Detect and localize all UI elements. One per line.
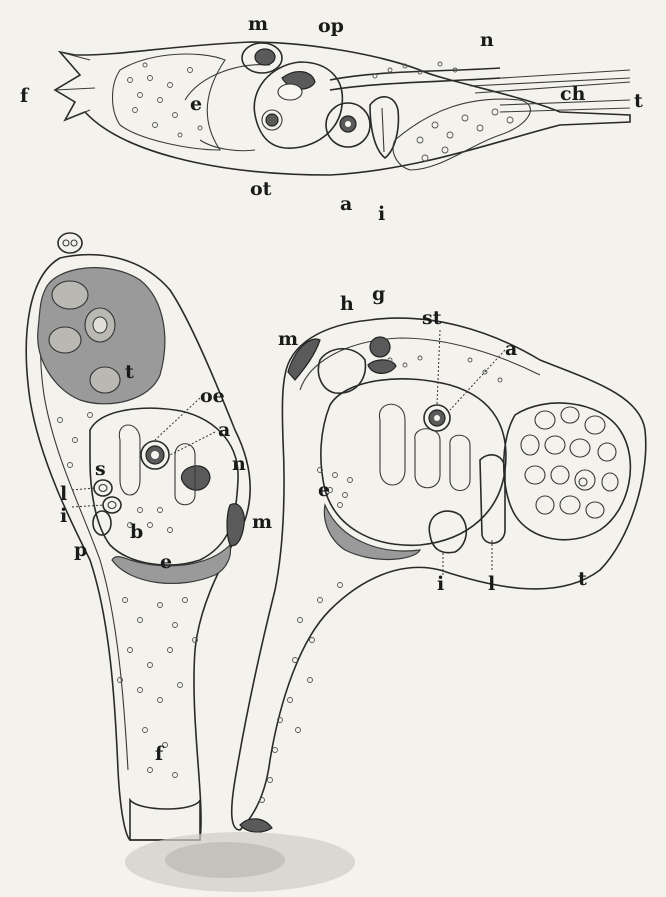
left-t-cell-4 [52, 281, 88, 309]
right-g-ganglion [370, 337, 390, 357]
top-label-e: e [190, 93, 202, 115]
top-ot-statocyst [266, 114, 278, 126]
top-m-spot [255, 49, 275, 65]
top-label-op: op [318, 15, 344, 37]
left-t-cell-3 [90, 367, 120, 393]
left-label-t: t [125, 361, 134, 383]
right-label-l: l [488, 573, 495, 595]
left-label-s: s [95, 458, 106, 480]
top-label-a: a [340, 193, 352, 215]
left-a-core [151, 451, 159, 459]
left-label-i: i [60, 505, 67, 527]
top-label-t: t [634, 90, 643, 112]
right-label-i: i [437, 573, 444, 595]
left-label-n: n [232, 453, 246, 475]
left-label-e: e [160, 551, 172, 573]
right-label-t: t [578, 568, 587, 590]
right-st-core [434, 415, 440, 421]
left-label-p: p [74, 539, 87, 561]
right-label-st: st [422, 307, 442, 329]
top-label-i: i [378, 203, 385, 225]
ink-smudge-core [165, 842, 285, 878]
left-label-l: l [60, 483, 67, 505]
top-label-ch: ch [560, 83, 586, 105]
left-label-m: m [252, 511, 272, 533]
top-op-lens [278, 84, 302, 100]
left-label-a: a [218, 419, 230, 441]
top-label-m: m [248, 13, 268, 35]
right-label-g: g [372, 283, 385, 305]
left-label-b: b [130, 521, 143, 543]
right-label-m: m [278, 328, 298, 350]
left-label-oe: oe [200, 385, 225, 407]
right-label-e: e [318, 479, 330, 501]
top-label-n: n [480, 29, 494, 51]
left-t-cell-2 [49, 327, 81, 353]
top-label-ot: ot [250, 178, 272, 200]
left-t-cell-1-core [93, 317, 107, 333]
top-a-core [345, 121, 351, 127]
right-label-h: h [340, 293, 354, 315]
right-label-a: a [505, 338, 517, 360]
